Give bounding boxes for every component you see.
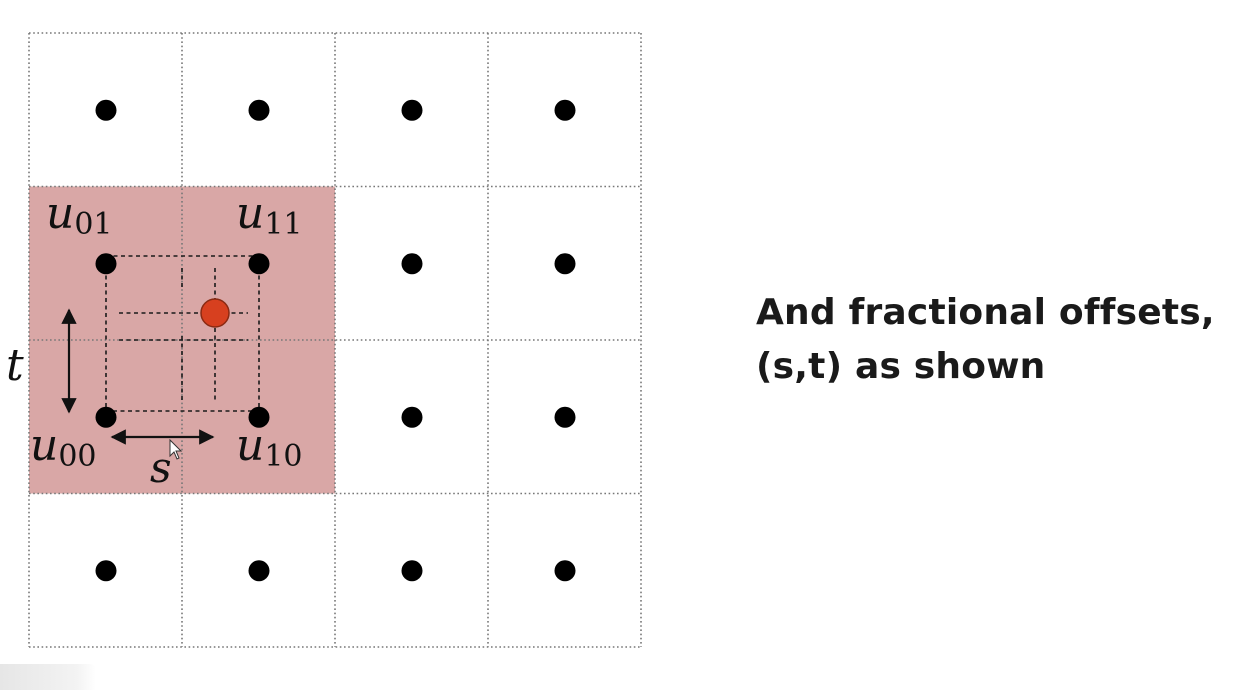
label-u00: u00 [30, 420, 97, 474]
texel-dot [401, 99, 423, 121]
texel-dot [95, 99, 117, 121]
label-s: s [150, 443, 172, 492]
texel-dot [554, 406, 576, 428]
texel-dot [401, 253, 423, 275]
label-t: t [6, 340, 24, 391]
sample-point [200, 298, 230, 328]
caption-line-2: (s,t) as shown [756, 346, 1046, 387]
texel-dot [401, 560, 423, 582]
offset-arrows [61, 308, 215, 445]
texel-dot [554, 99, 576, 121]
corner-overlay [0, 664, 96, 690]
bilinear-interpolation-diagram: u01 u11 u00 u10 s t [6, 32, 642, 648]
cursor-pointer-icon [169, 438, 183, 460]
texel-dot [95, 253, 117, 275]
neighborhood-box [105, 255, 260, 412]
label-u11: u11 [236, 188, 303, 242]
texel-dot [248, 99, 270, 121]
slide-caption: And fractional offsets, (s,t) as shown [756, 286, 1236, 394]
texel-dot [248, 560, 270, 582]
texel-dot [95, 406, 117, 428]
texel-dot [554, 253, 576, 275]
label-u01: u01 [46, 188, 113, 242]
texel-dot [401, 406, 423, 428]
texel-centers [95, 99, 576, 582]
texel-dot [248, 406, 270, 428]
texel-dot [248, 253, 270, 275]
texel-dot [95, 560, 117, 582]
label-u10: u10 [236, 420, 303, 474]
caption-line-1: And fractional offsets, [756, 292, 1215, 333]
texel-dot [554, 560, 576, 582]
